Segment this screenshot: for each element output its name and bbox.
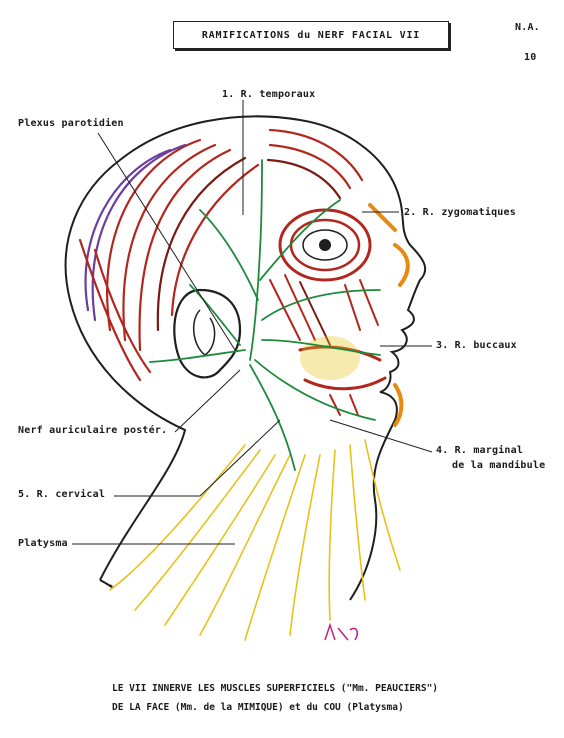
facial-nerve-branches	[149, 159, 381, 471]
head-outline	[64, 115, 427, 601]
label-temporaux: 1. R. temporaux	[222, 89, 316, 100]
page-number: 10	[524, 52, 537, 63]
label-marginal: 4. R. marginal	[436, 445, 524, 456]
document-code: N.A.	[515, 22, 540, 33]
page-title: RAMIFICATIONS du NERF FACIAL VII	[201, 29, 421, 41]
label-cervical: 5. R. cervical	[18, 489, 106, 500]
label-mandibule: de la mandibule	[452, 460, 546, 471]
caption-line-2: DE LA FACE (Mm. de la MIMIQUE) et du COU…	[112, 702, 404, 713]
platysma-lines	[109, 439, 401, 641]
caption-line-1: LE VII INNERVE LES MUSCLES SUPERFICIELS …	[112, 683, 439, 694]
label-buccaux: 3. R. buccaux	[436, 340, 517, 351]
label-plexus-parotidien: Plexus parotidien	[18, 118, 124, 129]
signature-mark	[324, 622, 358, 641]
title-box: RAMIFICATIONS du NERF FACIAL VII	[173, 21, 449, 49]
leader-lines	[72, 100, 433, 545]
ear-outline	[173, 288, 242, 379]
scalp-muscle-stripes	[78, 128, 364, 382]
label-auriculaire: Nerf auriculaire postér.	[18, 425, 168, 436]
label-platysma: Platysma	[18, 538, 68, 549]
cheek-yellow	[300, 336, 360, 380]
label-zygomatiques: 2. R. zygomatiques	[404, 207, 516, 218]
ear-inner	[193, 309, 216, 356]
neck-back-outline	[99, 579, 113, 589]
orange-highlights	[368, 203, 410, 427]
